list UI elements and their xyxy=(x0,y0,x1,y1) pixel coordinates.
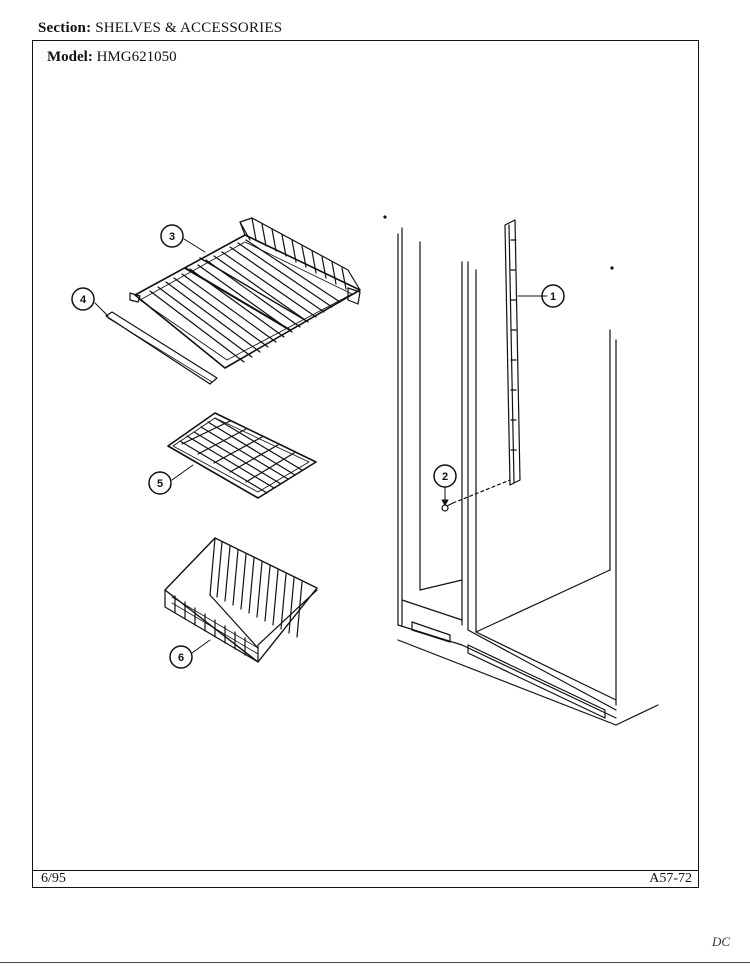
callout-number-5: 5 xyxy=(157,478,163,490)
handwritten-note: DC xyxy=(712,934,731,949)
shelf-trim-part-4 xyxy=(105,311,218,385)
section-label: Section: xyxy=(38,20,92,36)
refrigerator-cabinet xyxy=(397,227,659,726)
footer-page-code: A57-72 xyxy=(649,871,692,886)
footer-date: 6/95 xyxy=(41,871,66,886)
section-value: SHELVES & ACCESSORIES xyxy=(95,20,283,36)
shelf-support-rail-part-1 xyxy=(504,219,521,486)
wire-basket-part-6 xyxy=(164,537,318,663)
callout-number-3: 3 xyxy=(169,231,175,243)
cantilever-shelf-part-3 xyxy=(129,217,361,369)
model-title: Model: HMG621050 xyxy=(47,49,177,66)
section-title: Section: SHELVES & ACCESSORIES xyxy=(38,20,282,37)
callout-number-2: 2 xyxy=(442,471,448,483)
callout-number-4: 4 xyxy=(80,294,87,306)
wire-shelf-part-5 xyxy=(167,412,317,499)
callout-number-1: 1 xyxy=(550,291,556,303)
callout-number-6: 6 xyxy=(178,652,184,664)
callout-circles xyxy=(71,224,565,669)
footer-divider xyxy=(33,870,698,871)
model-value: HMG621050 xyxy=(96,49,177,65)
model-label: Model: xyxy=(47,49,93,65)
diagram-frame: Model: HMG621050 6/95 A57-72 xyxy=(32,40,699,888)
page-bottom-rule xyxy=(0,962,750,963)
